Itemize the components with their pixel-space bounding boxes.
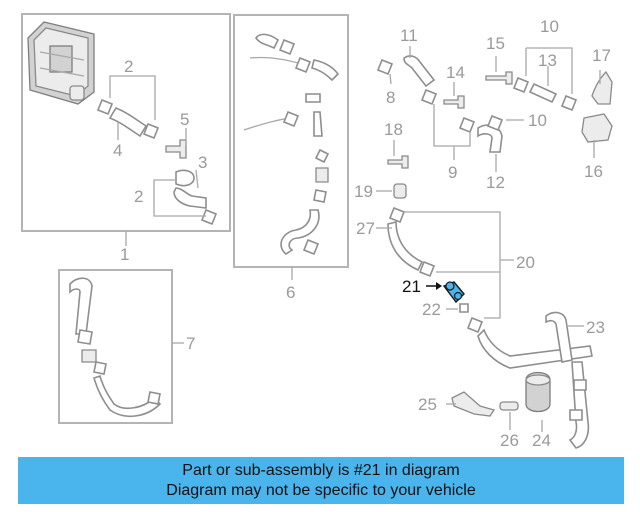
info-banner: Part or sub-assembly is #21 in diagram D… [18, 457, 624, 504]
callout-16: 16 [584, 162, 603, 181]
callout-9: 9 [448, 163, 457, 182]
bracket-17 [591, 70, 613, 105]
clamp-10b [486, 114, 504, 132]
callout-18: 18 [384, 120, 403, 139]
banner-line-1: Part or sub-assembly is #21 in diagram [182, 461, 460, 479]
hose-27 [387, 206, 436, 278]
heater-valve-block [27, 21, 95, 105]
clip-26 [499, 401, 519, 430]
leader-2b [153, 179, 206, 217]
callout-19: 19 [354, 182, 373, 201]
callout-22: 22 [422, 300, 441, 319]
callout-24: 24 [532, 431, 551, 450]
callout-11: 11 [400, 26, 418, 45]
group-box-6 [233, 14, 349, 268]
callout-26: 26 [500, 431, 519, 450]
leader-20 [404, 211, 514, 319]
leader-3 [195, 169, 199, 189]
callout-17: 17 [592, 46, 611, 65]
pump-16 [581, 113, 613, 158]
clamps-10-13 [512, 76, 578, 112]
callout-13: 13 [538, 51, 557, 70]
clamp-22 [459, 303, 469, 313]
leader-8 [389, 73, 392, 85]
hose-assembly-box7 [69, 277, 162, 417]
callout-25: 25 [418, 395, 437, 414]
callout-27: 27 [356, 219, 375, 238]
callout-10a: 10 [540, 17, 559, 36]
callout-10b: 10 [528, 111, 547, 130]
callout-3: 3 [198, 153, 207, 172]
callout-20: 20 [516, 253, 535, 272]
callout-8: 8 [386, 88, 395, 107]
group-box-7 [58, 269, 173, 424]
banner-line-2: Diagram may not be specific to your vehi… [166, 481, 476, 499]
callout-4: 4 [113, 141, 122, 160]
callout-2a: 2 [124, 57, 133, 76]
highlighted-part-21 [442, 281, 465, 304]
clamps-9-group [420, 88, 476, 134]
callout-14: 14 [446, 63, 465, 82]
callout-12: 12 [486, 173, 505, 192]
bracket-25 [451, 391, 496, 417]
callout-7: 7 [186, 334, 195, 353]
leader-2a [109, 75, 156, 120]
fitting-15 [485, 71, 513, 85]
cap-19 [393, 183, 407, 199]
leader-21-arrow [436, 282, 442, 290]
callout-2b: 2 [134, 187, 143, 206]
callout-6: 6 [286, 283, 295, 302]
fitting-18 [387, 155, 409, 169]
hose-11 [403, 55, 436, 88]
parts-diagram: 1 2 2 3 4 5 6 7 8 9 10 10 11 12 13 14 15… [21, 13, 613, 450]
callout-21: 21 [402, 277, 421, 296]
pipe-assembly-23 [466, 311, 593, 449]
leader-10a [525, 47, 573, 94]
callout-5: 5 [180, 110, 189, 129]
clamp-8 [376, 58, 394, 76]
callout-15: 15 [486, 34, 505, 53]
callout-23: 23 [586, 318, 605, 337]
hose-assembly-box6 [243, 33, 340, 256]
hose-assembly-box1 [96, 98, 218, 226]
leader-9 [433, 104, 471, 160]
pump-24 [525, 371, 551, 432]
callout-1: 1 [120, 245, 129, 264]
fitting-14 [443, 82, 465, 109]
